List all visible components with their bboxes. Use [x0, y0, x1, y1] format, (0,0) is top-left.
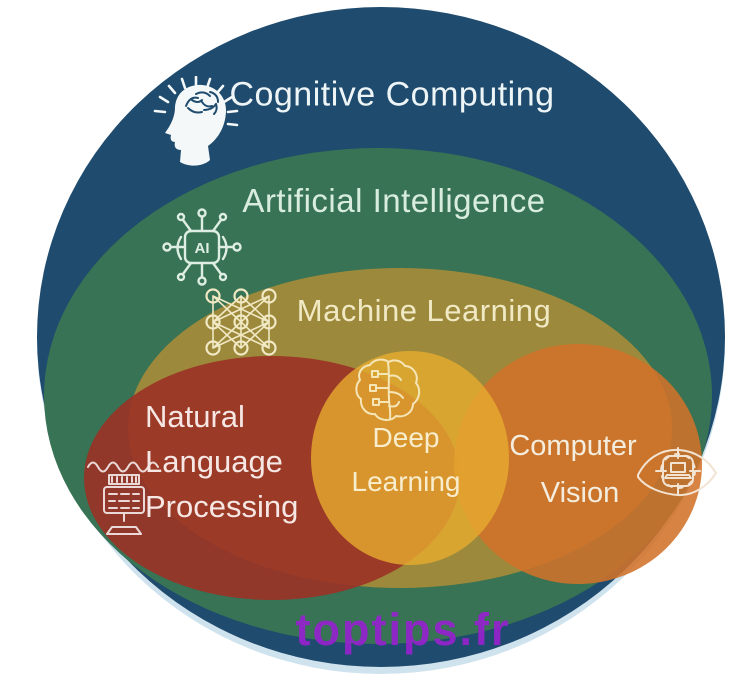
neural-network-icon: [200, 286, 282, 358]
computer-vision-label-line1: Computer: [509, 430, 637, 462]
computer-vision-ellipse: [454, 344, 702, 584]
nlp-label-line2: Language: [145, 444, 283, 479]
deep-learning-label-line2: Learning: [351, 466, 461, 497]
nlp-label: Natural Language Processing: [145, 394, 298, 529]
nlp-label-line1: Natural: [145, 399, 245, 434]
ai-chip-icon: AI: [155, 205, 249, 291]
artificial-intelligence-label: Artificial Intelligence: [242, 182, 546, 219]
computer-vision-label-line2: Vision: [540, 477, 620, 509]
head-brain-icon: [138, 76, 246, 172]
speech-wave-machine-icon: [85, 455, 161, 543]
nlp-label-line3: Processing: [145, 489, 299, 524]
deep-learning-label: Deep Learning: [352, 416, 461, 504]
deep-learning-label-line1: Deep: [372, 422, 440, 453]
cognitive-computing-label: Cognitive Computing: [229, 75, 555, 114]
watermark: toptips.fr: [295, 604, 511, 655]
machine-learning-label: Machine Learning: [296, 293, 552, 328]
eye-scan-icon: [633, 440, 721, 506]
ai-chip-label: AI: [195, 240, 210, 257]
computer-vision-label: Computer Vision: [509, 423, 636, 517]
brain-icon: [352, 356, 424, 428]
